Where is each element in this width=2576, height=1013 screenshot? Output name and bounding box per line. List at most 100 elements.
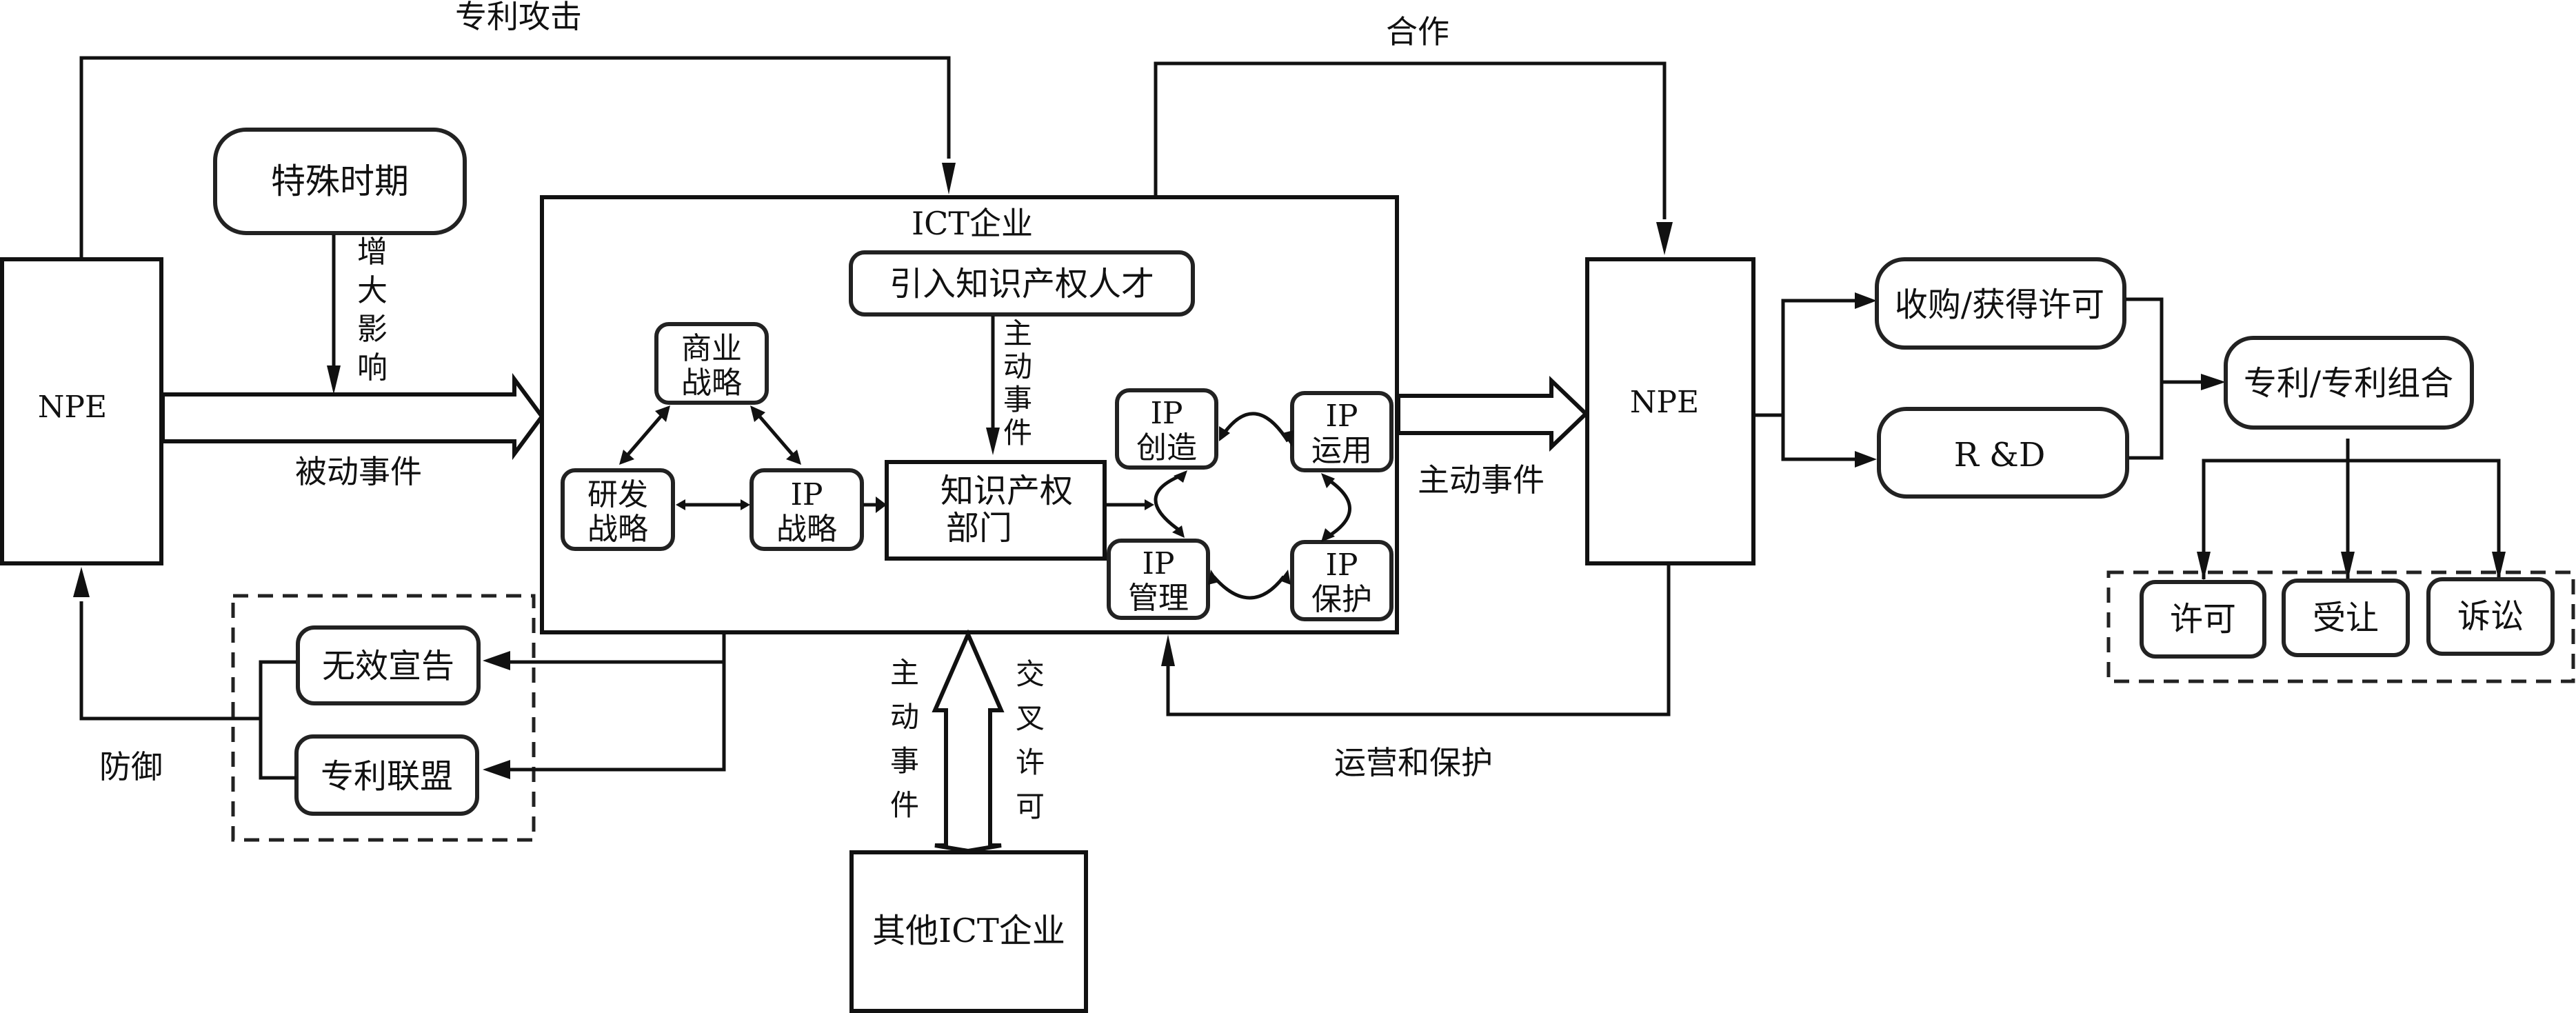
ip-use-line2: 运用: [1311, 433, 1372, 468]
manage-create-cycle-arrow: [1154, 470, 1187, 538]
portfolio-branch-connector: [2202, 459, 2501, 579]
defense-group: [231, 594, 536, 842]
rnd-box[interactable]: [1877, 407, 2129, 499]
increase-influence-label: 增 大 影 响: [357, 234, 388, 385]
acquire-arrowhead: [1855, 292, 1877, 309]
business-rd-double-arrow: [619, 405, 670, 465]
operation-protection-connector: [1166, 565, 1671, 716]
rd-strategy-line2: 战略: [587, 512, 648, 547]
ip-create-line2: 创造: [1136, 430, 1197, 465]
active-event-inner-label: 主 动 事 件: [1003, 317, 1032, 450]
litigation-arrowhead: [2492, 552, 2506, 581]
cross-license-label: 交 叉 许 可: [1016, 657, 1045, 823]
npe-left-label: NPE: [38, 390, 107, 425]
dept-to-cycle-arrow: [1106, 499, 1154, 510]
ip-manage-box[interactable]: [1107, 539, 1210, 620]
svg-text:交: 交: [1016, 657, 1045, 691]
ip-create-box[interactable]: [1115, 388, 1218, 470]
svg-text:可: 可: [1016, 790, 1045, 823]
defense-label: 防御: [99, 748, 163, 785]
active-event-right-label: 主动事件: [1418, 461, 1544, 499]
patent-portfolio-label: 专利/专利组合: [2244, 364, 2453, 403]
patent-use-group: [2106, 570, 2575, 683]
rd-strategy-box[interactable]: [561, 468, 675, 551]
invalidation-box[interactable]: [296, 625, 481, 705]
patent-attack-connector: [79, 56, 951, 258]
assignment-box[interactable]: [2282, 579, 2410, 657]
ip-department-line1: 知识产权: [940, 472, 1073, 510]
passive-event-arrow: [161, 372, 545, 461]
operation-protection-arrowhead: [1161, 634, 1175, 666]
svg-text:件: 件: [1003, 416, 1032, 450]
ip-protect-line1: IP: [1326, 548, 1358, 583]
license-label: 许可: [2170, 600, 2236, 639]
business-strategy-line2: 战略: [681, 365, 742, 401]
influence-arrowhead: [327, 365, 341, 394]
svg-text:主: 主: [1003, 317, 1032, 350]
cooperation-connector: [1154, 61, 1667, 219]
patent-alliance-box[interactable]: [294, 734, 479, 816]
invalidation-arrowhead: [483, 651, 510, 670]
business-ip-double-arrow: [750, 405, 801, 465]
svg-text:动: 动: [1003, 350, 1032, 383]
patent-alliance-label: 专利联盟: [321, 757, 453, 796]
rnd-arrowhead: [1855, 451, 1877, 468]
acquire-license-box[interactable]: [1875, 257, 2126, 350]
ip-department-box[interactable]: [885, 460, 1107, 561]
license-arrowhead: [2197, 552, 2211, 581]
rd-strategy-line1: 研发: [587, 477, 648, 512]
litigation-label: 诉讼: [2457, 597, 2524, 636]
npe-rnd-connector: [1781, 415, 1855, 461]
ip-strategy-to-dept-arrow: [863, 497, 887, 513]
litigation-box[interactable]: [2426, 577, 2555, 656]
introduce-talent-box[interactable]: [849, 250, 1195, 317]
special-period-box[interactable]: [213, 128, 467, 235]
svg-text:叉: 叉: [1016, 701, 1045, 735]
protect-manage-cycle-arrow: [1208, 570, 1291, 600]
alliance-arrowhead: [483, 760, 510, 779]
rd-ip-double-arrow: [676, 499, 750, 510]
svg-text:事: 事: [1003, 383, 1032, 417]
cooperation-arrowhead: [1656, 222, 1673, 255]
svg-text:影: 影: [357, 312, 388, 347]
ict-defense-connector: [510, 634, 726, 772]
npe-right-box[interactable]: [1585, 257, 1755, 565]
rnd-label: R &D: [1954, 436, 2046, 474]
svg-text:事: 事: [890, 744, 919, 778]
invalidation-label: 无效宣告: [322, 647, 454, 685]
svg-text:动: 动: [890, 700, 919, 734]
patent-portfolio-box[interactable]: [2224, 336, 2474, 430]
ip-strategy-line2: 战略: [776, 512, 837, 547]
npe-right-label: NPE: [1630, 385, 1699, 420]
passive-event-label: 被动事件: [295, 453, 422, 490]
ip-use-line1: IP: [1326, 399, 1358, 434]
portfolio-arrowhead: [2201, 374, 2226, 390]
other-ict-box[interactable]: [849, 850, 1088, 1013]
ip-manage-line2: 管理: [1128, 581, 1189, 616]
ip-protect-line2: 保护: [1311, 582, 1372, 617]
defense-to-npe-connector: [79, 601, 261, 721]
merge-connector: [2126, 297, 2164, 460]
svg-text:件: 件: [890, 788, 919, 822]
license-box[interactable]: [2140, 580, 2266, 659]
ip-create-line1: IP: [1151, 396, 1183, 431]
special-period-label: 特殊时期: [271, 161, 409, 201]
ip-strategy-line1: IP: [791, 477, 823, 512]
patent-attack-arrowhead: [942, 163, 956, 194]
ip-strategy-box[interactable]: [749, 468, 864, 551]
cooperation-label: 合作: [1386, 13, 1449, 50]
npe-left-box[interactable]: [0, 257, 163, 565]
business-strategy-box[interactable]: [654, 322, 769, 405]
patent-attack-label: 专利攻击: [455, 0, 582, 35]
operation-protection-label: 运营和保护: [1334, 744, 1493, 781]
talent-arrowhead: [986, 428, 1000, 455]
assignment-label: 受让: [2313, 599, 2379, 637]
ip-protect-box[interactable]: [1290, 540, 1393, 621]
cross-license-double-arrow: [932, 629, 1005, 854]
defense-connector: [259, 660, 296, 780]
ict-enterprise-label: ICT企业: [912, 205, 1033, 242]
active-event-bottom-label: 主 动 事 件: [890, 656, 919, 822]
svg-text:响: 响: [357, 350, 388, 385]
use-protect-cycle-arrow: [1321, 473, 1351, 542]
